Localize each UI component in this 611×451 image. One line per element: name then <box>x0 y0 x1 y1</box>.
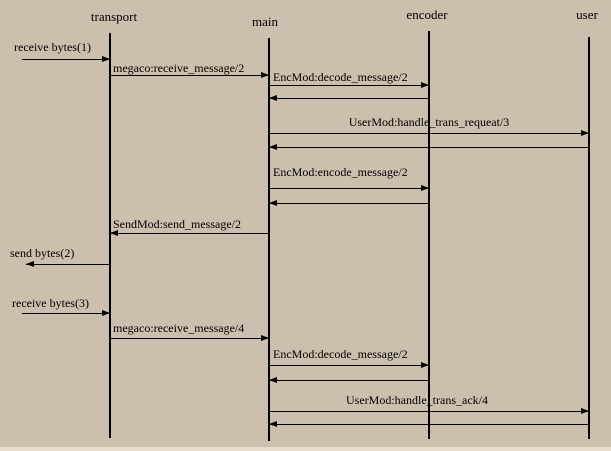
arrowhead-left-icon <box>269 377 277 383</box>
message-arrow-line <box>269 203 429 204</box>
message-label: receive bytes(3) <box>12 296 89 310</box>
lifeline-encoder <box>428 31 430 439</box>
message-arrow-line <box>269 133 589 134</box>
message-arrow-line <box>269 147 589 148</box>
message-label: UserMod:handle_trans_ack/4 <box>346 393 488 407</box>
arrowhead-left-icon <box>269 95 277 101</box>
lifeline-label-user: user <box>576 7 598 22</box>
arrowhead-left-icon <box>26 261 34 267</box>
arrowhead-right-icon <box>102 310 110 316</box>
lifeline-label-encoder: encoder <box>406 7 448 22</box>
arrowhead-right-icon <box>581 130 589 136</box>
message-label: megaco:receive_message/2 <box>113 61 245 75</box>
lifeline-label-main: main <box>252 14 278 29</box>
message-label: send bytes(2) <box>10 246 75 260</box>
message-label: receive bytes(1) <box>14 40 91 54</box>
message-label: EncMod:decode_message/2 <box>273 347 408 361</box>
message-arrow-line <box>22 59 110 60</box>
arrowhead-right-icon <box>421 362 429 368</box>
message-arrow-line <box>269 98 429 99</box>
message-label: megaco:receive_message/4 <box>113 321 245 335</box>
message-arrow-line <box>269 424 589 425</box>
message-label: EncMod:decode_message/2 <box>273 70 408 84</box>
arrowhead-right-icon <box>102 56 110 62</box>
arrowhead-right-icon <box>261 72 269 78</box>
message-arrow-line <box>269 85 429 86</box>
lifeline-user <box>588 37 590 439</box>
message-arrow-line <box>269 188 429 189</box>
message-label: SendMod:send_message/2 <box>113 217 241 231</box>
arrowhead-left-icon <box>110 230 118 236</box>
arrowhead-right-icon <box>421 185 429 191</box>
message-label: UserMod:handle_trans_requeat/3 <box>348 115 510 129</box>
message-arrow-line <box>269 380 429 381</box>
arrowhead-left-icon <box>269 144 277 150</box>
message-arrow-line <box>26 264 110 265</box>
lifeline-main <box>268 38 270 441</box>
message-label: EncMod:encode_message/2 <box>273 165 408 179</box>
lifeline-label-transport: transport <box>90 9 138 24</box>
message-arrow-line <box>269 411 589 412</box>
arrowhead-left-icon <box>269 200 277 206</box>
message-arrow-line <box>269 365 429 366</box>
arrowhead-right-icon <box>261 335 269 341</box>
message-arrow-line <box>22 313 110 314</box>
message-arrow-line <box>110 75 269 76</box>
bottom-border-strip <box>0 447 611 451</box>
arrowhead-right-icon <box>581 408 589 414</box>
message-arrow-line <box>110 233 269 234</box>
message-arrow-line <box>110 338 269 339</box>
arrowhead-right-icon <box>421 82 429 88</box>
arrowhead-left-icon <box>269 421 277 427</box>
